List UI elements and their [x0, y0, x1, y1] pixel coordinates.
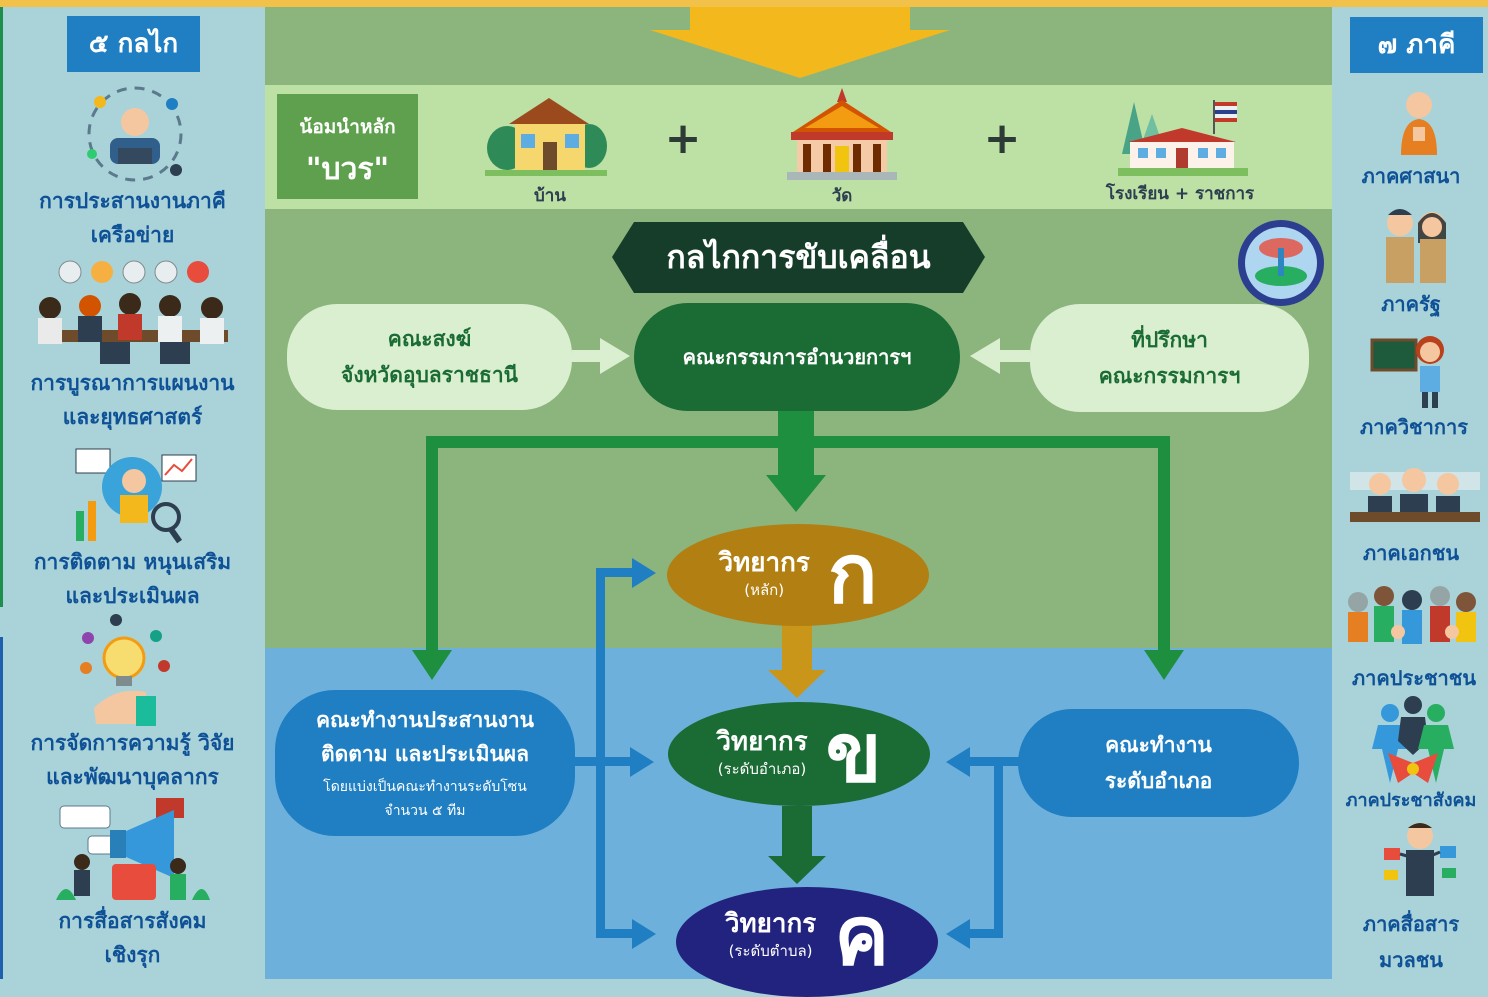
green-arrow-to-coordination: [412, 650, 452, 680]
partner-civil-society-label: ภาคประชาสังคม: [1345, 790, 1477, 811]
district-working-group-box: คณะทำงานระดับอำเภอ: [1018, 709, 1299, 817]
speaker-a-sub: (หลัก): [744, 581, 785, 599]
partner-people-label: ภาคประชาชน: [1351, 666, 1477, 690]
green-stem-b-c: [782, 806, 812, 858]
business-people-icon: [1350, 468, 1480, 522]
speaker-b-title: วิทยากร: [716, 727, 808, 757]
community-people-icon: [1348, 586, 1476, 644]
gold-arrow-a-b: [768, 670, 826, 698]
partner-academic-label: ภาควิชาการ: [1360, 415, 1468, 439]
gold-down-arrow: [650, 7, 950, 78]
mechanism-title: กลไกการขับเคลื่อน: [666, 238, 931, 276]
arrow-advisors-to-directors: [970, 338, 1030, 374]
speaker-b-letter: ข: [825, 706, 882, 801]
speaker-a-ellipse: วิทยากร (หลัก) ก: [667, 524, 929, 626]
partner-media-label: ภาคสื่อสารมวลชน: [1362, 912, 1460, 972]
blue-line-to-b-left: [575, 757, 635, 766]
green-left-drop: [426, 436, 438, 651]
speaker-c-sub: (ระดับตำบล): [728, 942, 813, 960]
blue-arrow-to-c-right: [946, 919, 970, 949]
speaker-c-ellipse: วิทยากร (ระดับตำบล) ค: [676, 887, 938, 997]
blue-line-to-a: [596, 568, 636, 577]
mechanism-3-label: การติดตาม หนุนเสริมและประเมินผล: [33, 550, 232, 608]
blue-line-to-c-left: [596, 929, 636, 938]
blue-line-to-c-right: [968, 929, 1003, 938]
plus-sign-1: +: [664, 113, 702, 164]
temple-icon: [787, 88, 897, 180]
mechanism-2-label: การบูรณาการแผนงานและยุทธศาสตร์: [30, 371, 235, 429]
teacher-icon: [1370, 336, 1444, 408]
blue-line-to-b-right: [968, 757, 1020, 766]
directing-committee-box: คณะกรรมการอำนวยการฯ: [634, 303, 960, 411]
green-arrow-b-c: [768, 856, 826, 884]
temple-label: วัด: [831, 186, 853, 206]
speaker-c-title: วิทยากร: [724, 909, 817, 939]
blue-arrow-to-c-left: [632, 919, 656, 949]
school-government-label: โรงเรียน + ราชการ: [1105, 184, 1255, 204]
speaker-b-sub: (ระดับอำเภอ): [717, 760, 807, 778]
green-horizontal-line: [426, 436, 1170, 448]
blue-left-bracket: [596, 568, 605, 938]
coordination-working-group-box: คณะทำงานประสานงาน ติดตาม และประเมินผล โด…: [275, 690, 575, 836]
civil-society-icon: [1372, 696, 1454, 783]
partners-header: ๗ ภาคี: [1350, 17, 1483, 73]
mechanism-1-label: การประสานงานภาคีเครือข่าย: [39, 189, 226, 247]
blue-arrow-to-a: [632, 558, 656, 588]
speaker-b-ellipse: วิทยากร (ระดับอำเภอ) ข: [668, 702, 930, 806]
gold-stem-a-b: [782, 622, 812, 672]
house-icon: [485, 98, 607, 176]
green-right-drop: [1158, 436, 1170, 651]
speaker-a-title: วิทยากร: [718, 548, 810, 578]
advisors-box: ที่ปรึกษาคณะกรรมการฯ: [1030, 304, 1309, 412]
school-government-icon: [1118, 100, 1248, 176]
media-reporter-icon: [1384, 823, 1456, 896]
monk-icon: [1401, 92, 1437, 155]
mechanism-5-label: การสื่อสารสังคมเชิงรุก: [58, 909, 207, 967]
provincial-seal-icon: [1238, 220, 1324, 306]
monitoring-analytics-icon: [75, 448, 197, 544]
mechanisms-header: ๕ กลไก: [67, 16, 200, 72]
social-communication-megaphone-icon: [56, 798, 210, 900]
top-bar: [0, 0, 1488, 7]
government-officials-icon: [1386, 209, 1446, 283]
knowledge-lightbulb-icon: [80, 614, 170, 726]
blue-arrow-to-b-right: [946, 747, 970, 777]
blue-arrow-to-b-left: [630, 747, 654, 777]
partner-religion-label: ภาคศาสนา: [1361, 164, 1461, 188]
strategy-meeting-icon: [38, 260, 228, 364]
network-coordination-icon: [87, 86, 183, 182]
green-arrow-to-district-team: [1144, 650, 1184, 680]
sangha-committee-box: คณะสงฆ์จังหวัดอุบลราชธานี: [287, 304, 572, 410]
right-column: [1332, 7, 1488, 979]
speaker-c-letter: ค: [834, 889, 890, 984]
green-arrow-to-speaker-a: [766, 475, 826, 512]
home-label: บ้าน: [534, 186, 566, 206]
mechanism-4-label: การจัดการความรู้ วิจัยและพัฒนาบุคลากร: [30, 731, 235, 789]
blue-right-bracket: [994, 757, 1003, 938]
partner-government-label: ภาครัฐ: [1381, 292, 1441, 316]
speaker-a-letter: ก: [827, 527, 878, 622]
partner-private-label: ภาคเอกชน: [1363, 541, 1459, 565]
title-banner: [612, 222, 985, 293]
bvr-principle-box: น้อมนำหลัก "บวร": [277, 94, 418, 199]
plus-sign-2: +: [983, 113, 1021, 164]
arrow-sangha-to-directors: [572, 338, 630, 374]
